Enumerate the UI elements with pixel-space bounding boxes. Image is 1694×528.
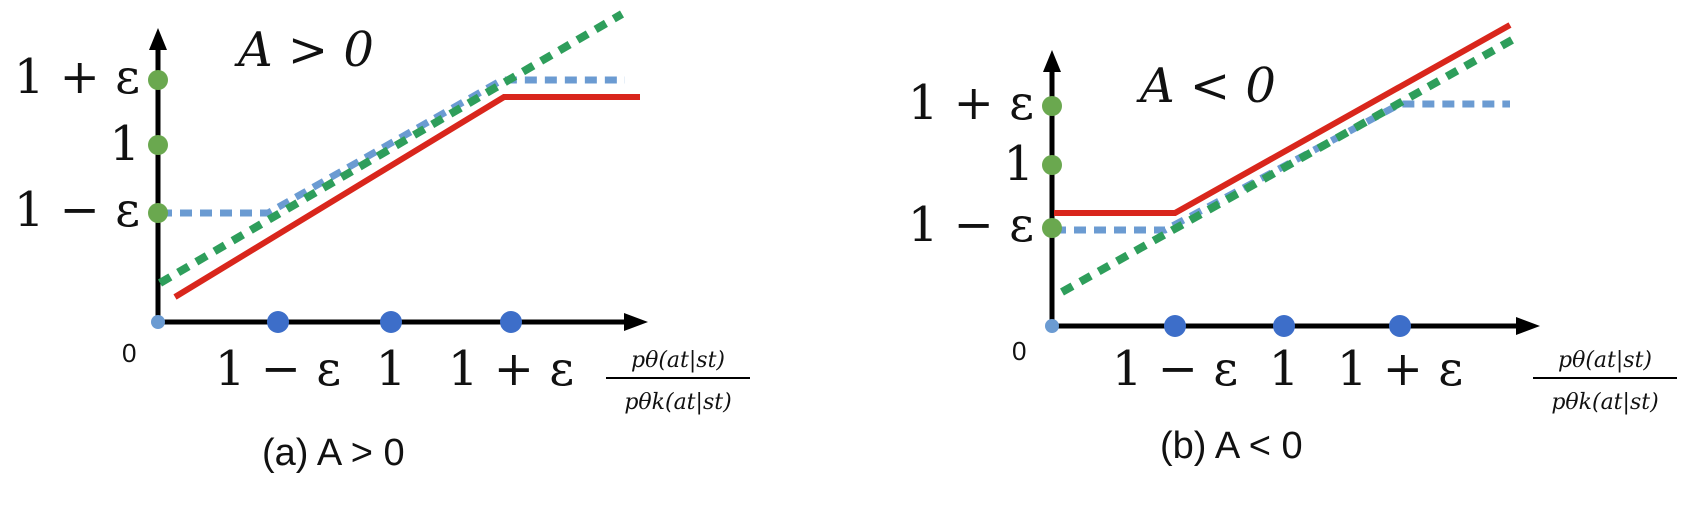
x-label-denominator: pθk(at|st) xyxy=(624,390,731,415)
x-tick-marker xyxy=(500,311,522,333)
x-axis-arrow xyxy=(624,313,648,331)
x-tick-label: 1 − ε xyxy=(215,341,341,397)
x-tick-label: 1 − ε xyxy=(1112,341,1238,397)
x-tick-label: 1 + ε xyxy=(1337,341,1463,397)
y-axis-arrow xyxy=(1043,50,1061,72)
y-tick-label: 1 xyxy=(109,116,140,172)
x-label-numerator: pθ(at|st) xyxy=(1558,348,1652,373)
x-tick-marker xyxy=(380,311,402,333)
unclipped-ratio-line xyxy=(1060,36,1514,296)
caption: (a) A > 0 xyxy=(262,432,405,474)
y-tick-marker xyxy=(1042,96,1062,116)
unclipped-ratio-line xyxy=(157,10,625,287)
x-tick-marker xyxy=(267,311,289,333)
x-label-numerator: pθ(at|st) xyxy=(631,348,725,373)
x-tick-label: 1 xyxy=(1269,341,1300,397)
condition-label: A > 0 xyxy=(234,22,374,78)
condition-label: A < 0 xyxy=(1136,58,1276,114)
y-tick-label: 1 + ε xyxy=(908,75,1034,131)
caption: (b) A < 0 xyxy=(1160,425,1303,467)
origin-label: 0 xyxy=(1012,336,1026,366)
x-axis-arrow xyxy=(1516,317,1540,335)
origin-label: 0 xyxy=(122,338,136,368)
y-tick-label: 1 − ε xyxy=(14,182,140,238)
y-axis-arrow xyxy=(149,28,167,50)
panel-a: A > 0 1 + ε 1 1 − ε 0 1 − ε 1 1 + ε pθ(a… xyxy=(14,10,750,474)
y-tick-label: 1 + ε xyxy=(14,49,140,105)
origin-marker xyxy=(1045,319,1059,333)
x-tick-label: 1 + ε xyxy=(448,341,574,397)
x-tick-marker xyxy=(1389,315,1411,337)
y-tick-marker xyxy=(148,203,168,223)
panel-b: A < 0 1 + ε 1 1 − ε 0 1 − ε 1 1 + ε pθ(a… xyxy=(908,22,1677,467)
x-tick-label: 1 xyxy=(376,341,407,397)
y-tick-label: 1 xyxy=(1003,136,1034,192)
clip-bound-line xyxy=(160,76,625,217)
clipped-objective-line xyxy=(173,94,640,300)
clipped-objective-line xyxy=(1054,22,1512,216)
x-tick-marker xyxy=(1164,315,1186,337)
y-tick-marker xyxy=(148,70,168,90)
x-tick-marker xyxy=(1273,315,1295,337)
y-tick-label: 1 − ε xyxy=(908,197,1034,253)
y-tick-marker xyxy=(148,135,168,155)
y-tick-marker xyxy=(1042,155,1062,175)
x-label-denominator: pθk(at|st) xyxy=(1551,390,1658,415)
origin-marker xyxy=(151,315,165,329)
y-tick-marker xyxy=(1042,218,1062,238)
